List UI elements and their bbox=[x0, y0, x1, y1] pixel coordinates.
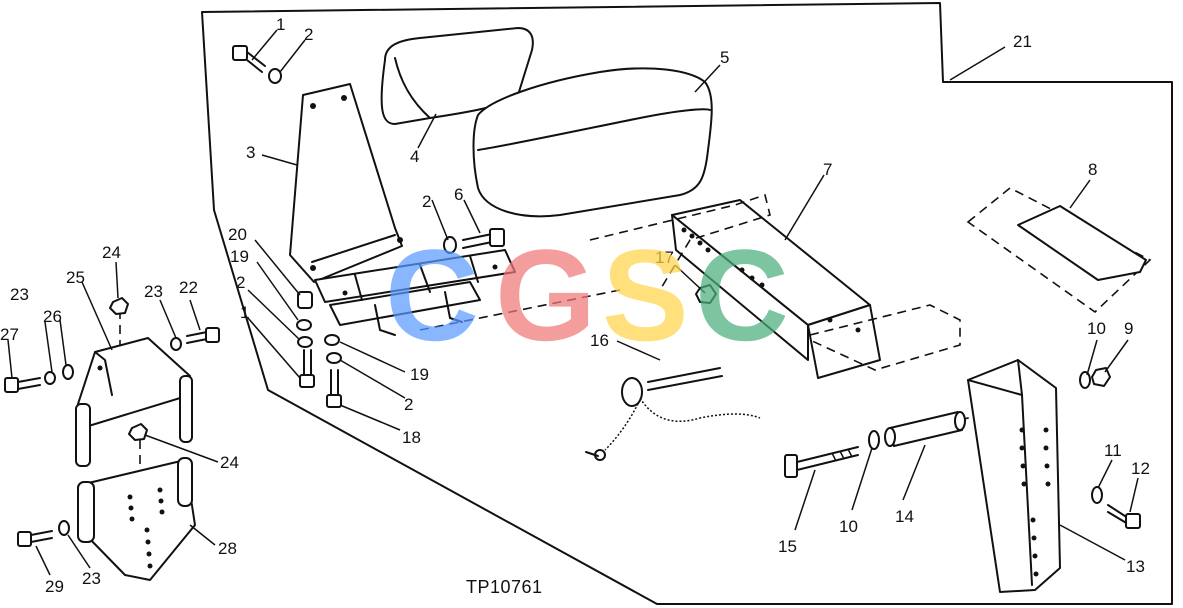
bolt-1-lower bbox=[299, 349, 315, 388]
callout-27: 27 bbox=[0, 325, 19, 344]
assembly-boundary bbox=[201, 2, 1173, 605]
washer-2-top bbox=[268, 68, 282, 84]
callout-21: 21 bbox=[1013, 32, 1032, 51]
callout-24-mid: 24 bbox=[220, 453, 239, 472]
washer-11 bbox=[1091, 486, 1103, 504]
bolt-6 bbox=[462, 228, 505, 249]
lock-pin bbox=[585, 367, 761, 461]
callout-23-topleft: 23 bbox=[10, 285, 29, 304]
callout-5: 5 bbox=[720, 48, 729, 67]
callout-2-right: 2 bbox=[404, 395, 413, 414]
washer-23-left bbox=[44, 371, 56, 385]
hidden-outline-upper bbox=[589, 193, 771, 291]
hidden-outline-8 bbox=[966, 187, 1152, 314]
long-bolt bbox=[784, 446, 859, 478]
callout-7: 7 bbox=[823, 160, 832, 179]
seat-mount-plates bbox=[314, 249, 516, 336]
callout-2-left: 2 bbox=[236, 273, 245, 292]
watermark-letter-4: C bbox=[695, 222, 789, 368]
washer-2a bbox=[297, 336, 313, 348]
callout-29: 29 bbox=[45, 577, 64, 596]
callout-6: 6 bbox=[454, 185, 463, 204]
watermark-letter-3: S bbox=[602, 222, 689, 368]
washer-10a bbox=[868, 430, 880, 450]
foot-pad bbox=[1017, 205, 1147, 281]
callout-26: 26 bbox=[43, 307, 62, 326]
callout-23-mid: 23 bbox=[144, 282, 163, 301]
callout-8: 8 bbox=[1088, 160, 1097, 179]
callout-19-left: 19 bbox=[230, 247, 249, 266]
bolt-29 bbox=[17, 530, 53, 547]
callout-10-right: 10 bbox=[1087, 319, 1106, 338]
hinge-bracket-28 bbox=[77, 457, 196, 581]
washer-23-right bbox=[170, 337, 182, 351]
nut-9 bbox=[1091, 367, 1111, 387]
bolt-12 bbox=[1107, 504, 1141, 529]
seat-back-bracket bbox=[289, 83, 403, 283]
callout-2-top: 2 bbox=[304, 25, 313, 44]
seat-cushion bbox=[472, 67, 713, 218]
bolt-18 bbox=[326, 369, 342, 408]
callout-1-left: 1 bbox=[240, 303, 249, 322]
bolt-1-top bbox=[232, 45, 266, 73]
hinge-bracket-25 bbox=[75, 337, 193, 467]
leader-lines bbox=[7, 29, 1139, 576]
nut-24-top bbox=[109, 297, 129, 315]
callout-18: 18 bbox=[402, 428, 421, 447]
washer-10b bbox=[1079, 371, 1091, 389]
callout-1-top: 1 bbox=[276, 15, 285, 34]
washer-2b bbox=[326, 352, 342, 364]
callout-13: 13 bbox=[1126, 557, 1145, 576]
callout-25: 25 bbox=[66, 268, 85, 287]
seat-support-channel bbox=[671, 199, 881, 379]
callout-16: 16 bbox=[590, 331, 609, 350]
callout-2-mid: 2 bbox=[422, 192, 431, 211]
callout-9: 9 bbox=[1124, 319, 1133, 338]
callout-23-bottom: 23 bbox=[82, 569, 101, 588]
watermark: C G S C bbox=[385, 222, 789, 368]
washer-2-mid bbox=[443, 236, 457, 254]
watermark-letter-2: G bbox=[495, 222, 596, 368]
hidden-outline-lower bbox=[809, 304, 961, 371]
callout-10-bottom: 10 bbox=[839, 517, 858, 536]
alignment-line-16 bbox=[419, 289, 621, 331]
callout-20: 20 bbox=[228, 225, 247, 244]
spacer-tube bbox=[884, 411, 966, 447]
callout-24-top: 24 bbox=[102, 243, 121, 262]
bolt-22 bbox=[186, 327, 220, 344]
washer-23-bottom bbox=[58, 520, 70, 536]
washer-19b bbox=[324, 334, 340, 346]
callout-15: 15 bbox=[778, 537, 797, 556]
callout-17: 17 bbox=[655, 248, 674, 267]
callout-4: 4 bbox=[410, 147, 419, 166]
callout-11: 11 bbox=[1104, 441, 1122, 460]
callout-28: 28 bbox=[218, 539, 237, 558]
callout-14: 14 bbox=[895, 507, 914, 526]
figure-caption: TP10761 bbox=[466, 577, 543, 597]
washer-19a bbox=[296, 319, 312, 331]
callout-3: 3 bbox=[246, 143, 255, 162]
washer-26 bbox=[62, 364, 74, 380]
callout-22: 22 bbox=[179, 278, 198, 297]
nut-24-mid bbox=[128, 423, 148, 441]
watermark-letter-1: C bbox=[385, 222, 479, 368]
bolt-27 bbox=[4, 377, 41, 393]
callout-19-right: 19 bbox=[410, 365, 429, 384]
callout-12: 12 bbox=[1131, 459, 1150, 478]
spacer-20 bbox=[297, 291, 313, 309]
mounting-post bbox=[967, 359, 1061, 593]
